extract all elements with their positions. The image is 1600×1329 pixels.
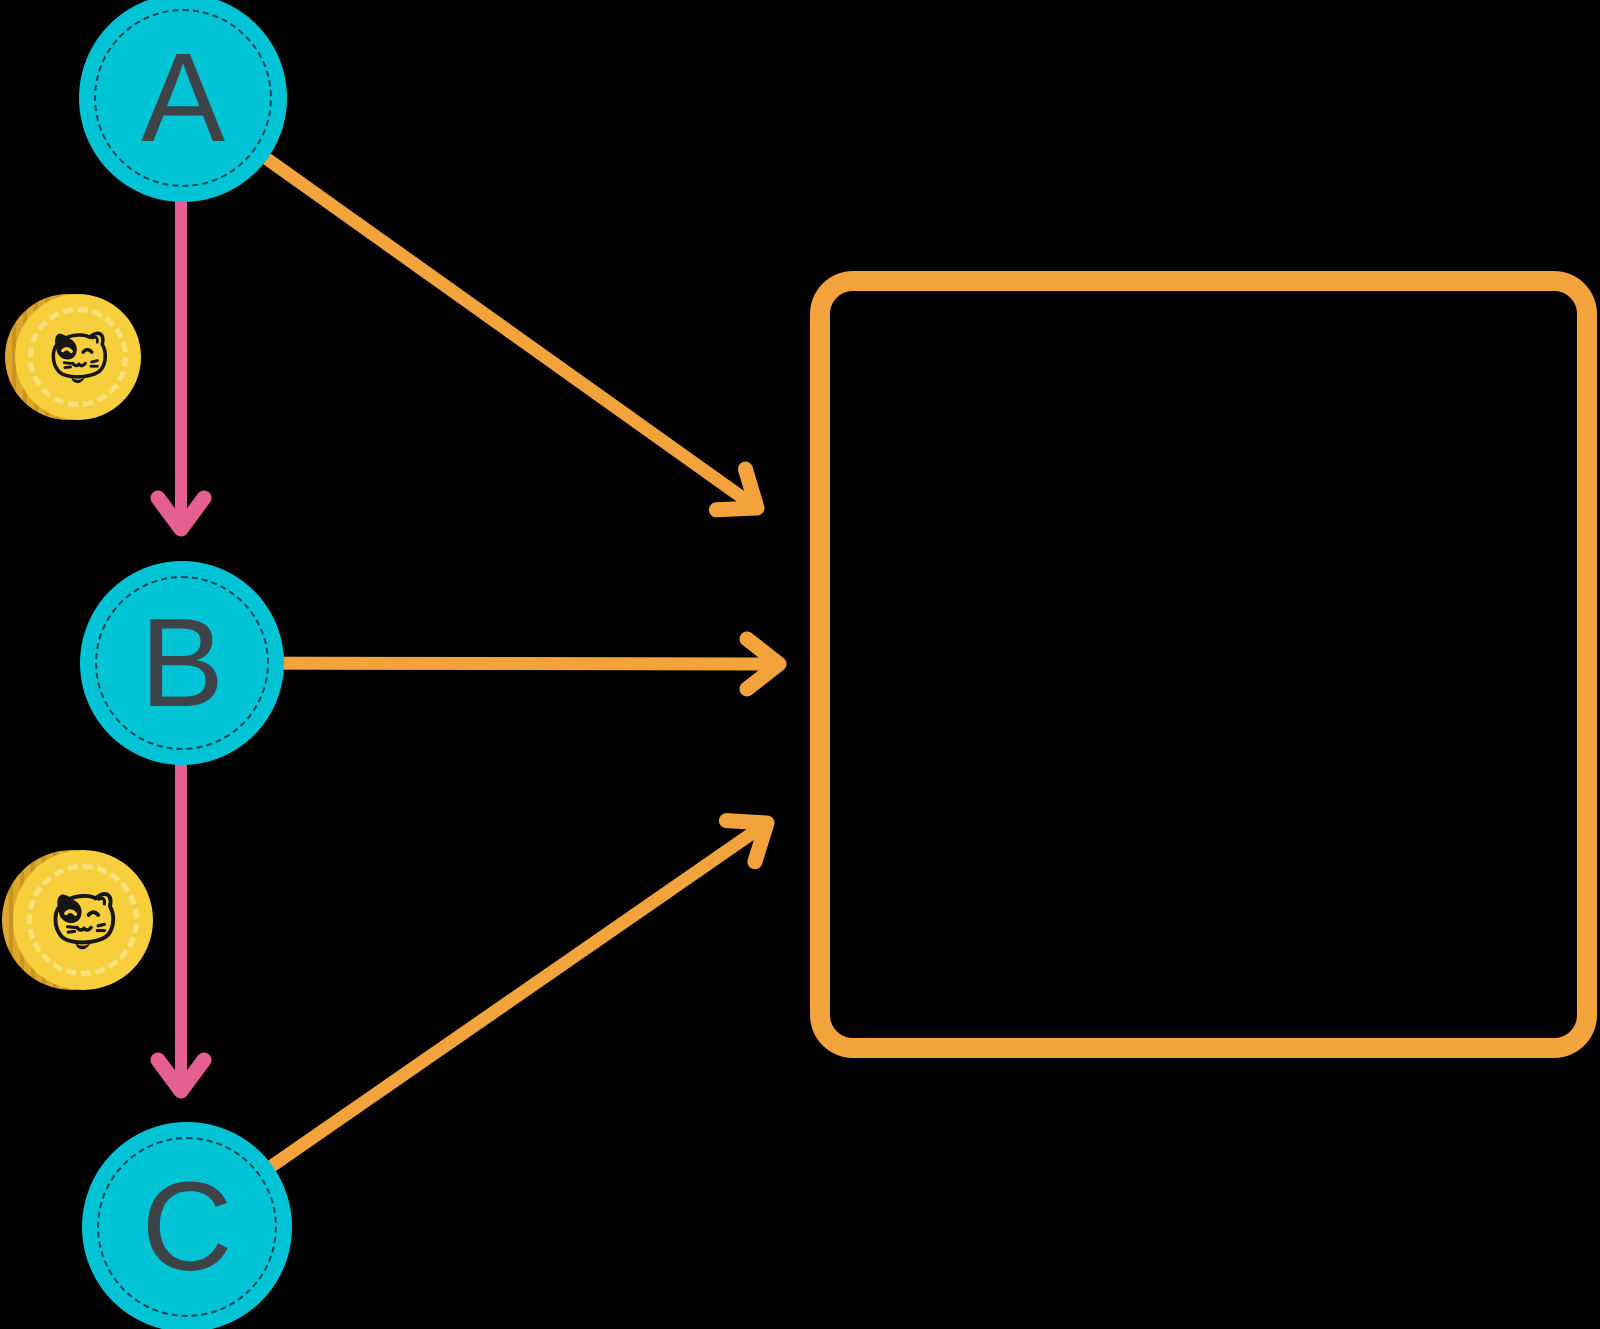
node-a: A	[79, 0, 287, 202]
node-c: C	[82, 1122, 292, 1329]
cat-coin-badge-2	[2, 847, 157, 994]
coin-face	[13, 850, 153, 990]
node-a-label: A	[140, 27, 226, 168]
node-b-label: B	[139, 592, 225, 733]
coin-face	[15, 294, 141, 420]
arrow-c-to-box	[184, 813, 775, 1230]
node-b: B	[80, 561, 284, 765]
arrow-a-to-box	[179, 93, 765, 518]
cat-coin-badge-1	[5, 293, 145, 423]
maneki-neko-cat-icon	[53, 891, 115, 949]
maneki-neko-cat-icon	[51, 331, 107, 384]
arrow-b-to-box	[189, 631, 787, 697]
collection-box	[810, 271, 1597, 1058]
node-c-label: C	[141, 1156, 233, 1297]
